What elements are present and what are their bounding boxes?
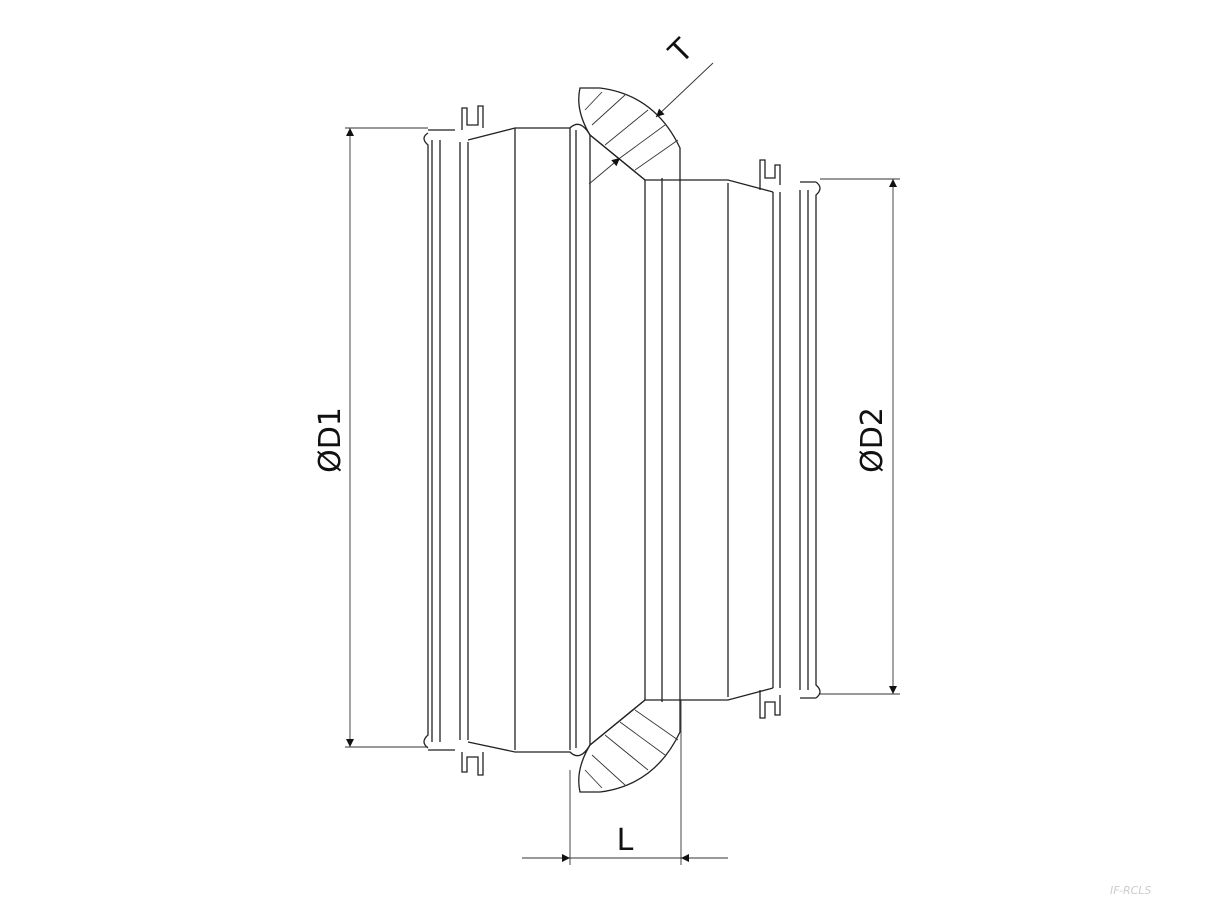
- length-label: L: [617, 823, 634, 858]
- drawing-code: IF-RCLS: [1110, 884, 1152, 897]
- d1-dimension: ØD1: [313, 127, 428, 748]
- large-end-body: [423, 105, 646, 776]
- d2-label: ØD2: [855, 407, 890, 473]
- d1-label: ØD1: [313, 407, 348, 473]
- thickness-dimension: T: [588, 32, 714, 185]
- thickness-label: T: [662, 32, 701, 71]
- collar: [578, 87, 681, 793]
- length-dimension: L: [522, 700, 728, 865]
- small-end-body: [644, 159, 821, 719]
- d2-dimension: ØD2: [820, 178, 900, 695]
